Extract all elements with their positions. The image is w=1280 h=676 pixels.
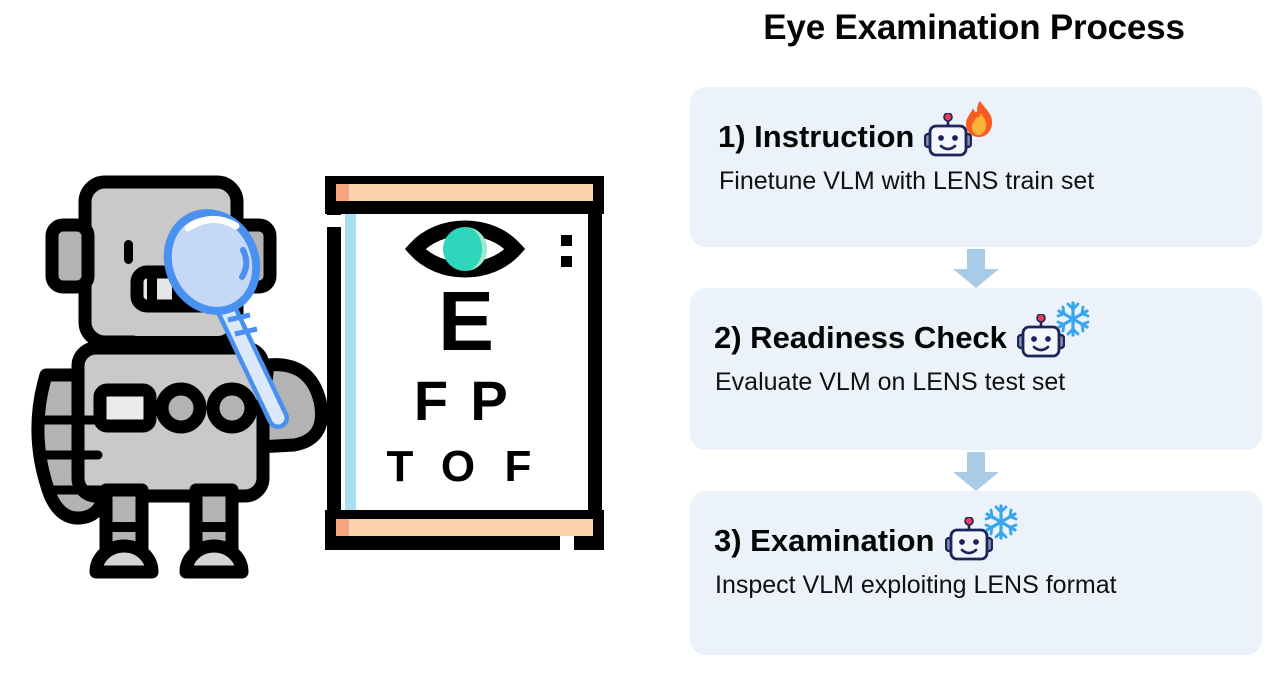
step-1-subtitle: Finetune VLM with LENS train set bbox=[719, 167, 1095, 195]
robot-panel-button bbox=[93, 383, 157, 433]
down-arrow-icon-2 bbox=[948, 452, 1004, 492]
step-2-heading-row: 2) Readiness Check bbox=[714, 301, 1091, 360]
step-3-heading-row: 3) Examination bbox=[714, 504, 1019, 563]
magnifying-lens bbox=[163, 209, 289, 429]
chart-row-3-letter-1: T bbox=[387, 442, 414, 491]
page-title: Eye Examination Process bbox=[763, 8, 1185, 47]
chart-row-3-letter-3: F bbox=[505, 442, 532, 491]
step-1-heading-label: 1) Instruction bbox=[718, 118, 915, 154]
chart-dot-2 bbox=[561, 256, 572, 267]
chart-row-3-letter-2: O bbox=[441, 442, 475, 491]
step-1-heading-row: 1) Instruction bbox=[718, 101, 998, 159]
step-2-subtitle: Evaluate VLM on LENS test set bbox=[715, 368, 1066, 396]
chart-row-2-letter-1: F bbox=[414, 369, 448, 432]
flow-step-examination[interactable]: 3) Examination bbox=[690, 491, 1262, 655]
snowflake-icon bbox=[1055, 300, 1091, 343]
chart-top-bar bbox=[336, 184, 593, 201]
eye-examination-flow: Eye Examination Process 1) Instruction bbox=[680, 0, 1280, 676]
robot-left-foot bbox=[89, 539, 159, 579]
robot-eye-chart-illustration: E F P T O F bbox=[31, 175, 604, 579]
eye-icon bbox=[404, 220, 526, 278]
robot-left-ear bbox=[45, 218, 95, 294]
step-3-icon-cluster bbox=[944, 504, 1019, 563]
eye-chart: E F P T O F bbox=[325, 176, 604, 551]
chart-bottom-bar bbox=[336, 519, 593, 536]
chart-dot-1 bbox=[561, 235, 572, 246]
down-arrow-icon-1 bbox=[948, 249, 1004, 289]
flow-step-instruction[interactable]: 1) Instruction bbox=[690, 87, 1262, 247]
robot-eye bbox=[124, 240, 133, 264]
flow-step-readiness-check[interactable]: 2) Readiness Check bbox=[690, 288, 1262, 450]
illustration-svg: E F P T O F bbox=[31, 175, 604, 579]
lens-glass bbox=[163, 209, 261, 315]
robot-dial-1 bbox=[155, 382, 207, 434]
step-2-icon-cluster bbox=[1016, 301, 1091, 360]
snowflake-icon bbox=[983, 503, 1019, 546]
fire-icon bbox=[962, 99, 996, 144]
step-2-heading-label: 2) Readiness Check bbox=[714, 319, 1007, 355]
robot-icon bbox=[1016, 313, 1066, 365]
chart-row-1: E bbox=[438, 274, 494, 368]
step-1-icon-cluster bbox=[924, 101, 998, 159]
step-3-subtitle: Inspect VLM exploiting LENS format bbox=[715, 571, 1117, 599]
robot-icon bbox=[924, 112, 973, 164]
robot-right-foot bbox=[179, 539, 249, 579]
chart-letters: E F P T O F bbox=[387, 274, 532, 491]
chart-row-2-letter-2: P bbox=[470, 369, 507, 432]
robot-icon bbox=[944, 516, 993, 568]
robot-dial-2 bbox=[206, 382, 258, 434]
step-3-heading-label: 3) Examination bbox=[714, 522, 935, 558]
chart-stripe bbox=[345, 197, 356, 511]
